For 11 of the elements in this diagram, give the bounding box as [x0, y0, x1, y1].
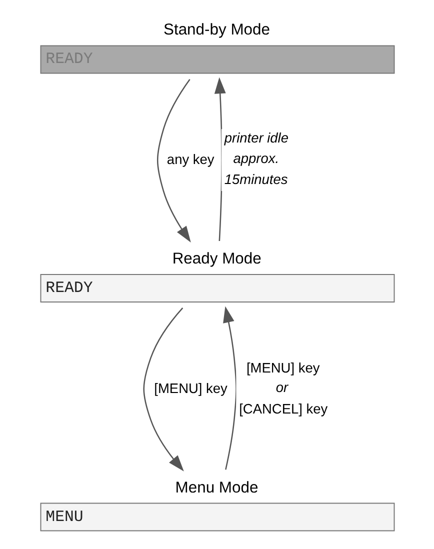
- edge-label: [MENU] key: [154, 381, 227, 396]
- arrow: [156, 78, 190, 242]
- edge-label: printer idle approx. 15minutes: [224, 130, 288, 187]
- node-label: Stand-by Mode: [162, 22, 270, 39]
- arrow: [142, 307, 184, 472]
- edge-label: [MENU] key or [CANCEL] key: [238, 360, 328, 417]
- node-label: Menu Mode: [174, 479, 258, 496]
- edge-label: any key: [166, 152, 214, 168]
- node-label: Ready Mode: [172, 250, 261, 268]
- arrow: [222, 306, 236, 470]
- arrow: [214, 77, 226, 242]
